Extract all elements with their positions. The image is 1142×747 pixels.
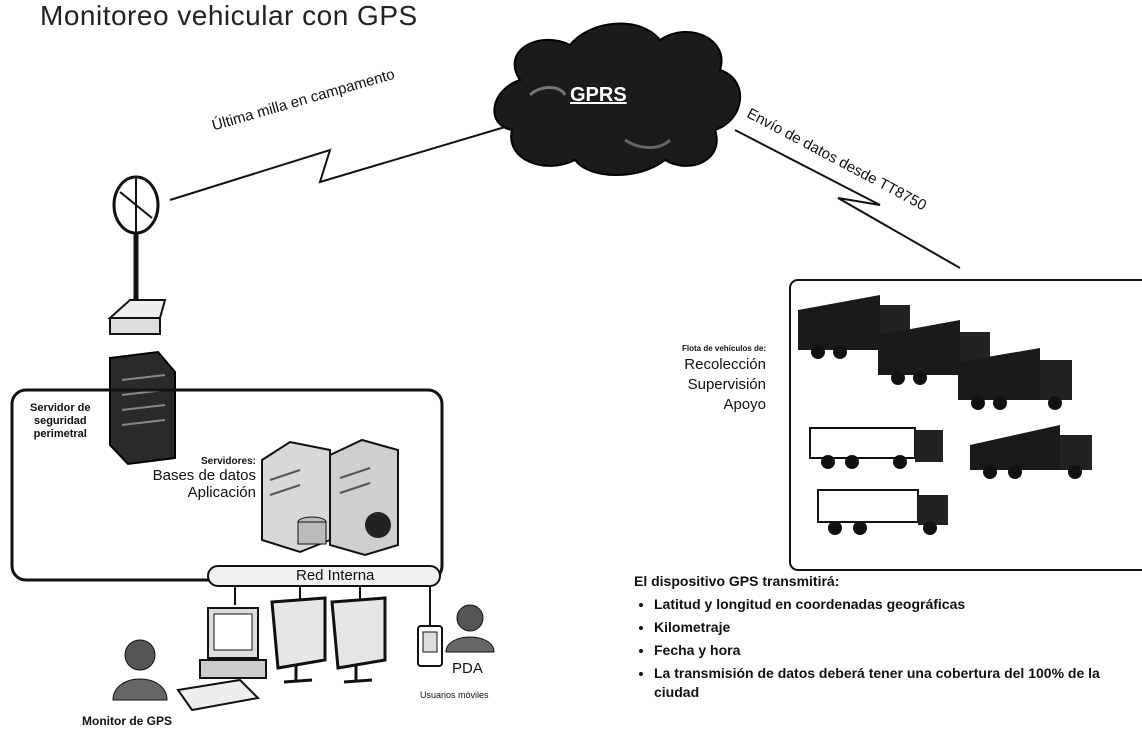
truck-icon xyxy=(970,425,1092,479)
list-item: La transmisión de datos deberá tener una… xyxy=(654,664,1134,702)
firewall-server-icon xyxy=(109,350,176,466)
gprs-cloud-icon xyxy=(493,22,742,176)
cloud-label: GPRS xyxy=(570,84,627,106)
antenna-dish-icon xyxy=(112,175,160,300)
fleet-box xyxy=(789,279,1142,571)
list-item: Kilometraje xyxy=(654,618,1134,637)
gps-info-list: Latitud y longitud en coordenadas geográ… xyxy=(634,595,1134,702)
wireless-link-left-icon xyxy=(169,126,506,201)
router-icon xyxy=(107,299,167,335)
network-bus-label: Red Interna xyxy=(296,567,375,584)
list-item: Fecha y hora xyxy=(654,641,1134,660)
truck-icon xyxy=(817,489,948,535)
wireless-link-right-icon xyxy=(734,129,961,269)
truck-icon xyxy=(958,348,1072,410)
diagram-title: Monitoreo vehicular con GPS xyxy=(40,0,418,31)
network-bus-icon xyxy=(207,565,441,587)
fleet-label: Flota de vehículos de: Recolección Super… xyxy=(681,344,766,413)
mobile-user-icon xyxy=(445,604,495,653)
mobile-users-label: Usuarios móviles xyxy=(420,690,489,700)
database-server-icon xyxy=(261,440,331,554)
pda-label: PDA xyxy=(452,660,483,677)
workstation-icon xyxy=(176,607,267,712)
gps-monitor-user-icon xyxy=(112,639,168,701)
list-item: Latitud y longitud en coordenadas geográ… xyxy=(654,595,1134,614)
pda-icon xyxy=(417,625,443,667)
monitor-2-icon xyxy=(330,596,387,684)
servers-label: Servidores: Bases de datos Aplicación xyxy=(152,456,256,501)
gps-monitor-label: Monitor de GPS xyxy=(82,714,172,728)
truck-icon xyxy=(809,427,943,469)
gps-info-heading: El dispositivo GPS transmitirá: xyxy=(634,573,840,589)
monitor-1-icon xyxy=(270,596,327,684)
gps-info-panel: El dispositivo GPS transmitirá: Latitud … xyxy=(634,573,1134,706)
application-server-icon xyxy=(329,438,399,557)
firewall-label: Servidor de seguridad perimetral xyxy=(30,402,91,440)
